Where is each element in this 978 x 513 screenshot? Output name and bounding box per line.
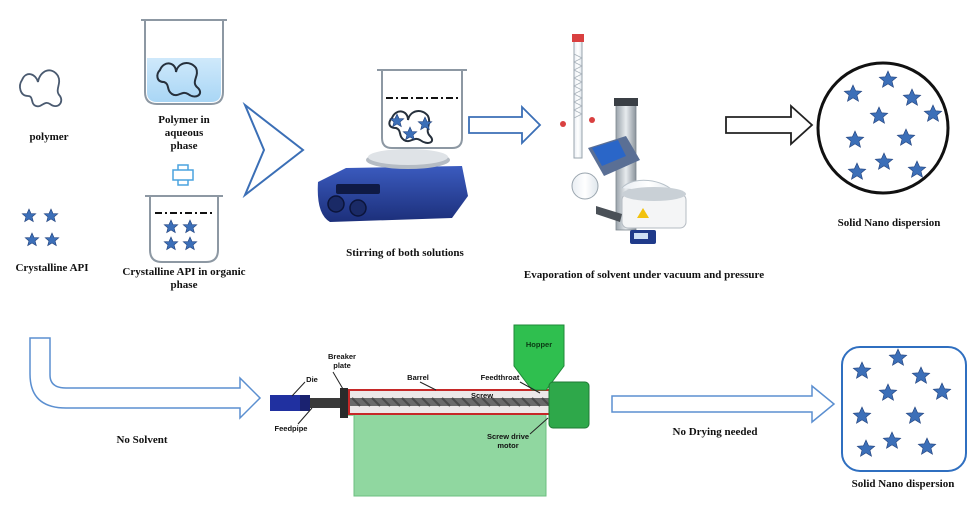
star-icon — [182, 236, 198, 251]
star-icon — [932, 382, 952, 400]
api-organic-label: Crystalline API in organic phase — [122, 266, 246, 291]
magnetic-stirrer — [317, 149, 468, 222]
breaker-plate — [340, 388, 348, 418]
organic-beaker — [145, 195, 223, 263]
stirring-beaker — [377, 69, 467, 149]
star-icon — [888, 348, 908, 366]
star-icon — [852, 406, 872, 424]
star-icon — [24, 232, 40, 247]
star-icon — [878, 383, 898, 401]
no-drying-arrow — [611, 384, 836, 424]
star-icon — [917, 437, 937, 455]
no-solvent-label: No Solvent — [116, 434, 168, 446]
crystalline-api-label: Crystalline API — [15, 262, 89, 274]
star-icon — [163, 236, 179, 251]
solid-dispersion-bottom-label: Solid Nano dispersion — [851, 478, 955, 490]
hopper-label: Hopper — [525, 340, 553, 349]
extruder-feedpipe — [310, 398, 344, 408]
screw-drive-motor — [548, 381, 590, 429]
star-icon — [923, 104, 943, 122]
leader-lines — [291, 371, 549, 435]
star-icon — [182, 219, 198, 234]
no-drying-label: No Drying needed — [672, 426, 758, 438]
polymer-label: polymer — [29, 131, 69, 143]
star-icon — [417, 116, 433, 131]
star-icon — [911, 366, 931, 384]
process-arrow-1 — [468, 104, 542, 146]
solid-nano-dispersion-circle — [816, 61, 950, 195]
solid-dispersion-top-label: Solid Nano dispersion — [837, 217, 941, 229]
star-icon — [21, 208, 37, 223]
star-icon — [847, 162, 867, 180]
aqueous-beaker — [141, 19, 227, 105]
crystalline-api-stars — [21, 208, 60, 247]
star-icon — [852, 361, 872, 379]
merge-chevron-icon — [242, 101, 305, 199]
star-icon — [896, 128, 916, 146]
star-icon — [856, 439, 876, 457]
die-label: Die — [306, 375, 318, 384]
screw-drive-motor-label: Screw drive motor — [486, 432, 530, 450]
stirring-label: Stirring of both solutions — [346, 247, 464, 259]
rotary-evaporator — [560, 34, 687, 244]
feedthroat-label: Feedthroat — [480, 373, 520, 382]
plus-icon — [172, 164, 194, 186]
breaker-plate-label: Breaker plate — [328, 352, 356, 370]
screw-label: Screw — [470, 391, 494, 400]
star-icon — [843, 84, 863, 102]
star-icon — [44, 232, 60, 247]
star-icon — [902, 88, 922, 106]
extruder-base — [353, 409, 547, 497]
extruder-hopper — [513, 324, 565, 391]
feedpipe-label: Feedpipe — [274, 424, 308, 433]
star-icon — [874, 152, 894, 170]
extruder-screw — [351, 397, 551, 407]
star-icon — [882, 431, 902, 449]
evaporation-label: Evaporation of solvent under vacuum and … — [523, 269, 765, 281]
star-icon — [163, 219, 179, 234]
star-icon — [869, 106, 889, 124]
barrel-label: Barrel — [407, 373, 429, 382]
star-icon — [878, 70, 898, 88]
solid-nano-dispersion-box — [841, 346, 967, 472]
star-icon — [389, 113, 405, 128]
star-icon — [43, 208, 59, 223]
no-solvent-arrow — [29, 337, 262, 420]
star-icon — [905, 406, 925, 424]
polymer-squiggle-icon — [19, 69, 63, 108]
polymer-aqueous-label: Polymer in aqueous phase — [158, 114, 210, 152]
star-icon — [402, 126, 418, 141]
process-arrow-2 — [725, 103, 814, 147]
star-icon — [845, 130, 865, 148]
star-icon — [907, 160, 927, 178]
